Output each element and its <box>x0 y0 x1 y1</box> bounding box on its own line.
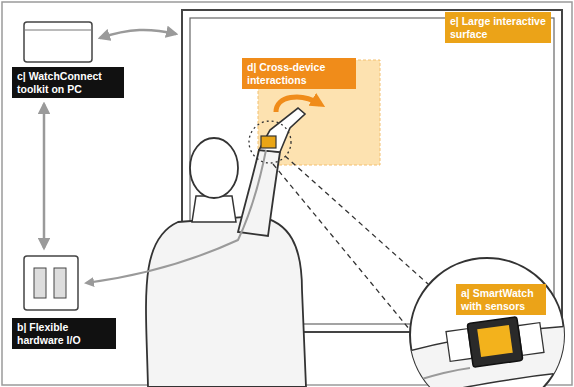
hardware-label: b| Flexible hardware I/O <box>12 318 116 349</box>
pc-box <box>24 22 92 62</box>
watch-wire <box>86 150 266 283</box>
person-hand <box>259 108 305 152</box>
person-neck <box>192 196 236 222</box>
surface-label: e| Large interactive surface <box>445 12 551 43</box>
pc-detail <box>24 30 92 31</box>
pc-hardware-arrow <box>43 104 46 248</box>
watch-screen <box>477 325 513 357</box>
person-head <box>190 138 238 198</box>
interaction-arrow <box>276 97 320 112</box>
label-text: a| SmartWatch with sensors <box>461 287 541 312</box>
zoom-origin <box>249 121 291 163</box>
label-text: c| WatchConnect toolkit on PC <box>17 70 119 95</box>
hardware-slot <box>54 268 66 298</box>
hardware-slot <box>34 268 46 298</box>
hardware-box <box>24 256 78 310</box>
watch-body <box>467 317 523 368</box>
person-body <box>146 216 306 387</box>
interaction-label: d| Cross-device interactions <box>242 58 356 89</box>
pc-board-arrow <box>100 30 176 38</box>
watch-label: a| SmartWatch with sensors <box>456 284 546 315</box>
zoom-wire <box>405 368 470 384</box>
zoom-leader <box>273 164 410 330</box>
small-watch <box>261 136 276 148</box>
label-text: e| Large interactive surface <box>450 15 546 40</box>
label-text: d| Cross-device interactions <box>247 61 351 86</box>
toolkit-label: c| WatchConnect toolkit on PC <box>12 67 124 98</box>
label-text: b| Flexible hardware I/O <box>17 321 111 346</box>
